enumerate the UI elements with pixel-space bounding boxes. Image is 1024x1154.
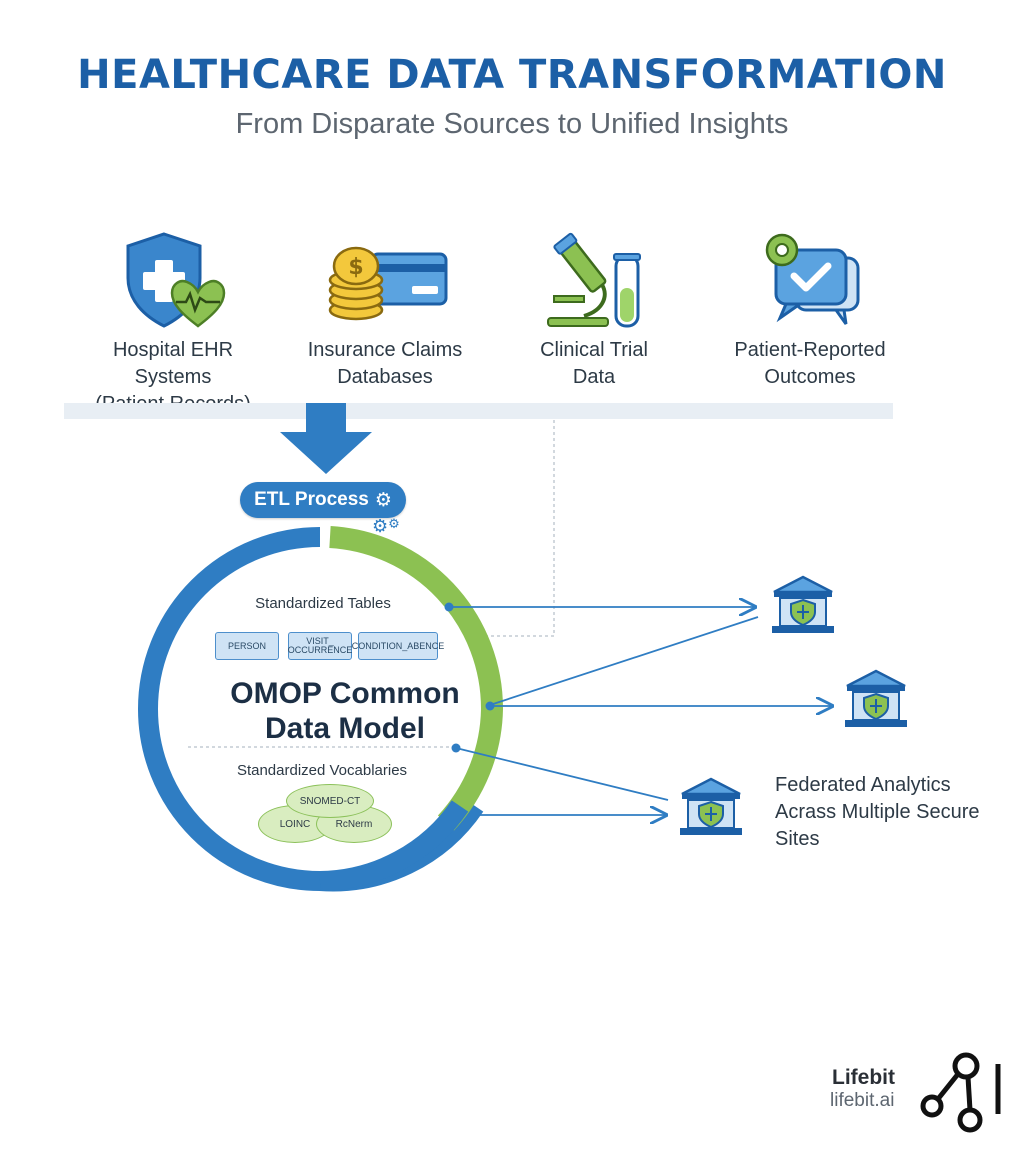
vocab-label: Standardized Vocablaries: [236, 762, 408, 779]
secure-building-icon: [845, 669, 907, 727]
source-collector-band: [64, 403, 893, 419]
brand-name: Lifebit: [832, 1066, 895, 1089]
down-arrow-icon: [280, 403, 372, 474]
omop-title: OMOP Common Data Model: [230, 677, 460, 745]
dotted-connector: [480, 420, 555, 637]
gear-icon: ⚙: [374, 489, 392, 511]
omop-ring: [137, 526, 504, 892]
chat-check-icon: [765, 233, 860, 325]
vocab-snomed: SNOMED-CT: [286, 784, 374, 818]
tables-label: Standardized Tables: [255, 595, 391, 612]
federated-analytics-label: Federated Analytics Acrass Multiple Secu…: [775, 774, 980, 850]
source-label-insurance-claims: Insurance Claims Databases: [307, 339, 463, 388]
secure-building-icon: [772, 575, 834, 633]
table-chip-visit-occurrence: VISIT_ OCCURRENCE: [288, 632, 352, 660]
link-cross-1: [489, 616, 759, 706]
shield-heart-icon: [126, 232, 226, 328]
etl-process-badge: ETL Process ⚙: [240, 482, 406, 518]
microscope-icon: [547, 232, 641, 328]
brand-url[interactable]: lifebit.ai: [830, 1090, 895, 1111]
coins-card-icon: $: [328, 246, 448, 321]
table-chip-person: PERSON: [215, 632, 279, 660]
source-label-clinical-trial: Clinical Trial Data: [540, 339, 648, 388]
table-chip-condition: CONDITION_ABENCE: [352, 632, 444, 660]
source-label-patient-reported: Patient-Reported Outcomes: [734, 339, 886, 388]
etl-label: ETL Process: [254, 489, 369, 510]
page-title: HEALTHCARE DATA TRANSFORMATION: [77, 52, 947, 98]
svg-text:$: $: [348, 255, 363, 280]
lifebit-logo-icon: [920, 1052, 1001, 1133]
link-cross-2: [455, 747, 669, 801]
page-subtitle: From Disparate Sources to Unified Insigh…: [235, 108, 789, 140]
gears-icon: ⚙⚙: [372, 516, 400, 536]
secure-building-icon: [680, 777, 742, 835]
